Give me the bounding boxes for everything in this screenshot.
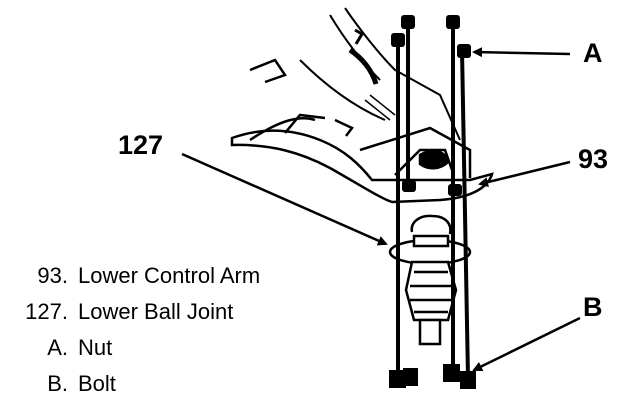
leader-93	[478, 160, 571, 187]
legend-key: B.	[47, 371, 68, 396]
legend-label: Lower Control Arm	[78, 263, 261, 288]
legend-item: 93. Lower Control Arm	[0, 258, 330, 294]
legend-item: B. Bolt	[0, 366, 330, 402]
callout-93: 93	[578, 144, 609, 174]
nuts	[391, 15, 471, 196]
leader-127	[181, 152, 388, 246]
legend-label: Bolt	[78, 371, 116, 396]
legend-key: A.	[47, 335, 68, 360]
legend-item: A. Nut	[0, 330, 330, 366]
legend-label: Nut	[78, 335, 113, 360]
legend-key: 93.	[37, 263, 68, 288]
leader-lines	[181, 47, 581, 372]
callout-b: B	[583, 292, 603, 322]
lower-control-arm	[230, 94, 494, 204]
callout-a: A	[583, 38, 603, 68]
legend-label: Lower Ball Joint	[78, 299, 234, 324]
bolts	[389, 22, 476, 389]
legend-item: 127. Lower Ball Joint	[0, 294, 330, 330]
leader-a	[472, 47, 571, 58]
legend: 93. Lower Control Arm 127. Lower Ball Jo…	[0, 258, 330, 402]
leader-b	[472, 316, 581, 372]
lower-ball-joint	[388, 214, 472, 346]
frame-structure	[249, 7, 461, 141]
callout-127: 127	[118, 130, 164, 160]
legend-key: 127.	[25, 299, 68, 324]
